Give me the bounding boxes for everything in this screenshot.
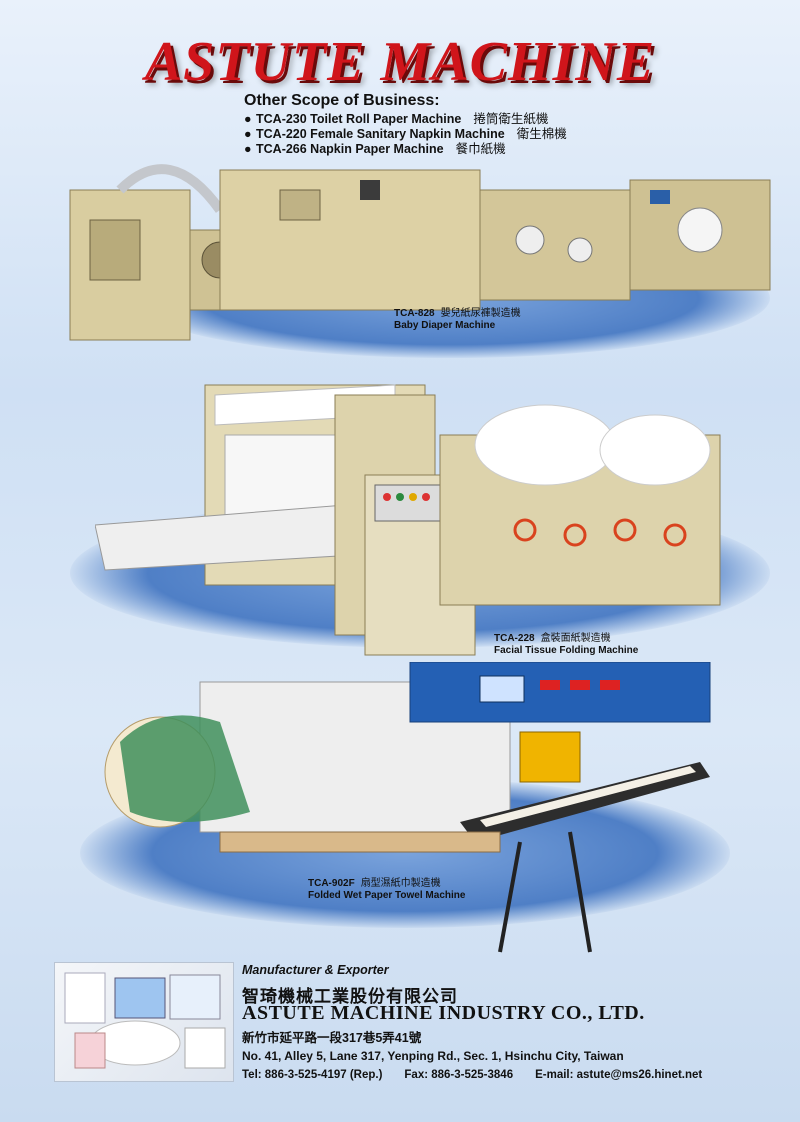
page-title: ASTUTE MACHINE	[144, 31, 656, 93]
bullet-icon: ●	[244, 142, 252, 156]
company-name-english: ASTUTE MACHINE INDUSTRY CO., LTD.	[242, 1002, 645, 1024]
contact-line: Tel: 886-3-525-4197 (Rep.) Fax: 886-3-525…	[242, 1069, 724, 1081]
facial-tissue-machine-image	[95, 384, 721, 656]
address-english: No. 41, Alley 5, Lane 317, Yenping Rd., …	[242, 1049, 624, 1063]
address-chinese: 新竹市延平路一段317巷5弄41號	[242, 1031, 422, 1045]
company-name-chinese: 智琦機械工業股份有限公司	[242, 987, 458, 1006]
products-photo	[54, 962, 234, 1082]
manufacturer-label: Manufacturer & Exporter	[242, 963, 389, 977]
bullet-icon: ●	[244, 112, 252, 126]
business-scope: Other Scope of Business: ●TCA-230 Toilet…	[244, 92, 674, 157]
email: E-mail: astute@ms26.hinet.net	[535, 1069, 703, 1081]
baby-diaper-machine-image	[69, 164, 771, 341]
bullet-icon: ●	[244, 127, 252, 141]
wet-paper-towel-machine-image	[104, 662, 711, 953]
fax: Fax: 886-3-525-3846	[404, 1069, 514, 1081]
tel: Tel: 886-3-525-4197 (Rep.)	[242, 1069, 383, 1081]
scope-heading: Other Scope of Business:	[244, 92, 440, 109]
